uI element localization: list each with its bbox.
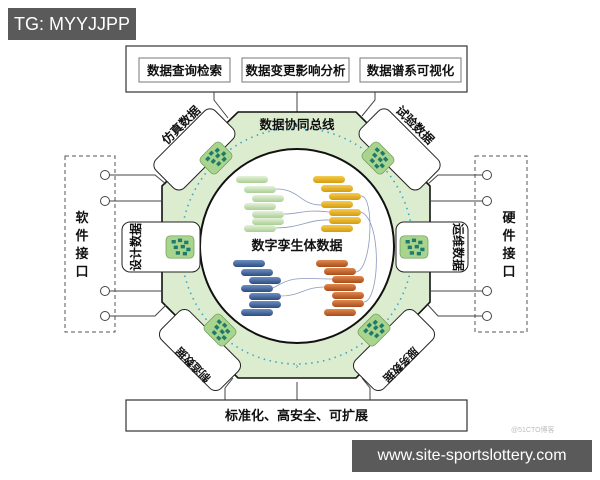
data-node-right[interactable]: 运维数据 (395, 221, 469, 273)
yellow-cluster (313, 176, 361, 232)
svg-text:设计数据: 设计数据 (128, 223, 143, 271)
green-cluster (236, 176, 284, 232)
link-lines (272, 188, 377, 303)
tg-badge: TG: MYYJJPP (8, 8, 136, 40)
svg-text:›: › (295, 121, 299, 131)
svg-text:件: 件 (502, 228, 515, 244)
impact-analysis-button[interactable]: 数据变更影响分析 (241, 57, 350, 83)
bus-label: 数据协同总线 (258, 117, 335, 132)
top-panel: 数据查询检索 数据变更影响分析 数据谱系可视化 (125, 45, 468, 93)
svg-text:口: 口 (75, 265, 88, 280)
blue-cluster (233, 260, 281, 316)
svg-text:口: 口 (502, 265, 515, 280)
svg-text:数据变更影响分析: 数据变更影响分析 (244, 63, 346, 78)
center-label: 数字孪生体数据 (251, 238, 342, 254)
top-connectors (213, 92, 376, 119)
query-button[interactable]: 数据查询检索 (138, 57, 231, 83)
svg-text:软: 软 (75, 210, 88, 226)
svg-text:运维数据: 运维数据 (451, 223, 466, 271)
svg-text:数据查询检索: 数据查询检索 (146, 63, 223, 78)
orange-cluster (316, 260, 364, 316)
svg-text:接: 接 (502, 246, 515, 262)
bottom-panel: 标准化、高安全、可扩展 (125, 399, 468, 432)
bottom-connectors (224, 377, 371, 400)
hardware-interface: 硬 件 接 口 (427, 155, 528, 333)
svg-text:标准化、高安全、可扩展: 标准化、高安全、可扩展 (224, 408, 369, 424)
software-interface: 软 件 接 口 (64, 155, 167, 333)
svg-text:接: 接 (75, 246, 88, 262)
center-data: 数字孪生体数据 (233, 176, 377, 316)
lineage-visualization-button[interactable]: 数据谱系可视化 (359, 57, 462, 83)
watermark: @51CTO博客 (511, 427, 555, 434)
svg-text:数据谱系可视化: 数据谱系可视化 (366, 63, 455, 78)
data-node-left[interactable]: 设计数据 (121, 221, 201, 273)
svg-text:硬: 硬 (502, 211, 516, 226)
url-badge: www.site-sportslottery.com (352, 440, 592, 472)
svg-text:›: › (295, 362, 299, 372)
svg-text:件: 件 (75, 228, 88, 244)
